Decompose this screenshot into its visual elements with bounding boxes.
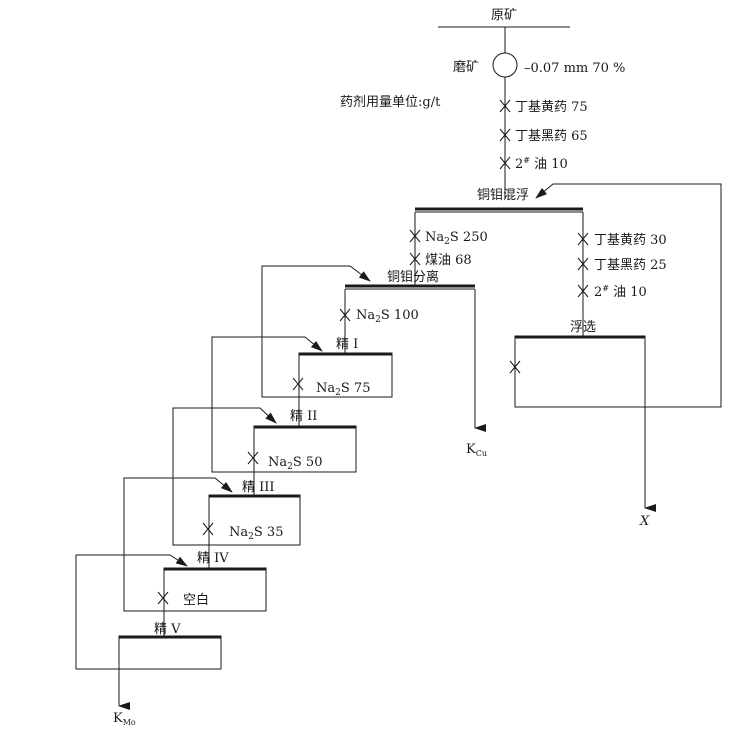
- reagent-mark: [247, 451, 259, 465]
- bulk-reagent-3: 2# 油 10: [515, 156, 568, 172]
- grind-fineness: –0.07 mm 70 %: [524, 61, 625, 76]
- cleaner-5-reagent: 空白: [183, 592, 209, 608]
- reagent-mark: [409, 252, 421, 266]
- reagent-mark: [292, 377, 304, 391]
- scavenge-label: 浮选: [570, 320, 596, 335]
- copper-product-label: KCu: [466, 442, 487, 458]
- cleaner-5-label: 精 V: [154, 622, 181, 637]
- reagent-mark: [509, 360, 521, 374]
- cleaner-1-recycle: [261, 265, 371, 398]
- cleaner-4-cell: [163, 567, 267, 612]
- tailings-label: X: [639, 514, 650, 529]
- cleaner-5-recycle: [75, 554, 188, 670]
- reagent-mark: [499, 156, 511, 170]
- cleaner-2-label: 精 II: [290, 409, 317, 424]
- bulk-reagent-1: 丁基黄药 75: [515, 100, 588, 115]
- bulk-flotation-label: 铜钼混浮: [477, 188, 529, 203]
- grinding-label: 磨矿: [453, 60, 479, 75]
- separation-reagent-1: Na2S 250: [425, 230, 488, 247]
- reagent-mark: [577, 257, 589, 271]
- cleaner-4-recycle: [123, 477, 233, 612]
- scavenge-cell: [514, 335, 646, 408]
- scavenge-reagent-2: 丁基黑药 25: [594, 258, 667, 273]
- separation-label: 铜钼分离: [387, 269, 439, 285]
- grinding-mill-symbol: [492, 52, 518, 78]
- cleaner-1-label: 精 I: [336, 337, 358, 352]
- scavenge-reagent-1: 丁基黄药 30: [594, 233, 667, 248]
- separation-reagent-2: 煤油 68: [425, 253, 472, 268]
- reagent-mark: [577, 284, 589, 298]
- cleaner-2-recycle: [211, 336, 323, 473]
- reagent-mark: [339, 308, 351, 322]
- cleaner-3-recycle: [172, 407, 277, 546]
- cleaner-3-reagent: Na2S 50: [268, 455, 322, 472]
- ore-label: 原矿: [491, 8, 517, 23]
- reagent-mark: [409, 229, 421, 243]
- cleaner-4-reagent: Na2S 35: [229, 525, 283, 542]
- reagent-mark: [577, 232, 589, 246]
- cleaner-1-reagent: Na2S 100: [356, 308, 419, 325]
- cleaner-5-cell: [118, 635, 222, 670]
- reagent-mark: [157, 591, 169, 605]
- cleaner-2-reagent: Na2S 75: [316, 381, 370, 398]
- scavenger-recycle-line: [535, 183, 722, 408]
- bulk-reagent-2: 丁基黑药 65: [515, 129, 588, 144]
- dosage-unit-note: 药剂用量单位:g/t: [340, 95, 441, 110]
- moly-product-label: KMo: [113, 711, 136, 727]
- scavenge-reagent-3: 2# 油 10: [594, 284, 647, 300]
- cleaner-4-label: 精 IV: [197, 551, 229, 566]
- cleaner-3-label: 精 III: [242, 480, 275, 495]
- reagent-mark: [499, 99, 511, 113]
- reagent-mark: [202, 522, 214, 536]
- reagent-mark: [499, 128, 511, 142]
